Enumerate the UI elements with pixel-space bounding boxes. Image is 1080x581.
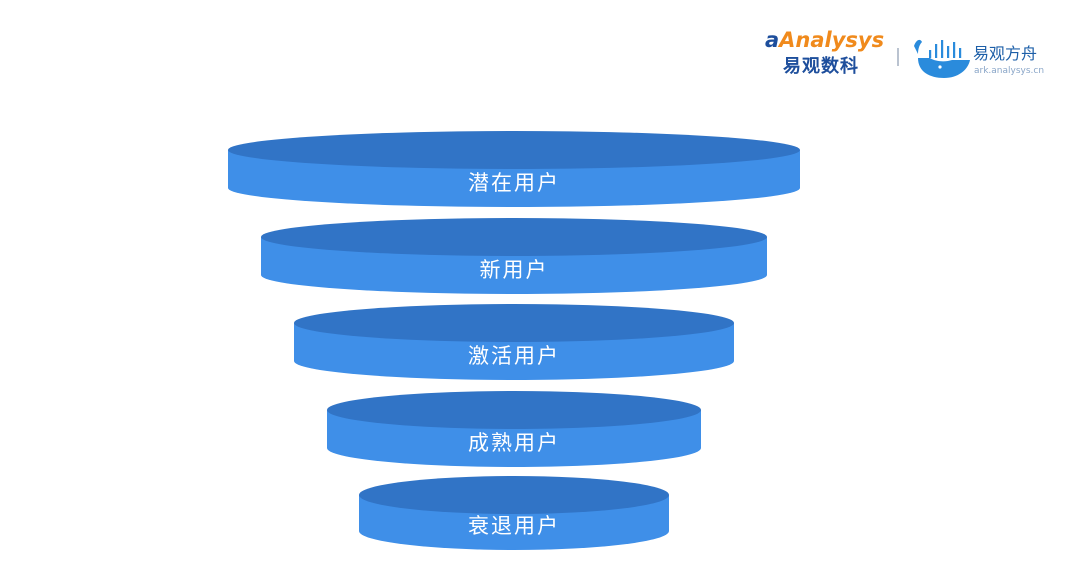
funnel-stage-4: 成熟用户 [327, 391, 701, 467]
funnel-stage-1-label: 潜在用户 [468, 171, 560, 195]
funnel-stage-2: 新用户 [261, 218, 767, 294]
ark-logo-cn-text: 易观方舟 [973, 44, 1037, 63]
funnel-stage-2-top [261, 218, 767, 256]
funnel-stage-3: 激活用户 [294, 304, 734, 380]
funnel-stage-5: 衰退用户 [359, 476, 669, 550]
funnel-stage-1: 潜在用户 [228, 131, 800, 207]
ark-logo-url: ark.analysys.cn [974, 66, 1044, 76]
funnel-stage-3-top [294, 304, 734, 342]
funnel-stage-4-top [327, 391, 701, 429]
funnel-stage-2-label: 新用户 [480, 258, 549, 282]
funnel-stage-4-label: 成熟用户 [468, 431, 560, 455]
analysys-logo: aAnalysys 易观数科 [765, 28, 884, 77]
whale-icon [914, 39, 970, 78]
funnel-stage-1-top [228, 131, 800, 169]
ark-logo: 易观方舟 ark.analysys.cn [914, 39, 1044, 78]
funnel-stage-3-label: 激活用户 [468, 344, 560, 368]
analysys-logo-wordmark: aAnalysys [765, 28, 884, 52]
funnel-stage-5-top [359, 476, 669, 514]
analysys-logo-cn-text: 易观数科 [783, 55, 859, 77]
funnel-stage-5-label: 衰退用户 [468, 514, 560, 538]
